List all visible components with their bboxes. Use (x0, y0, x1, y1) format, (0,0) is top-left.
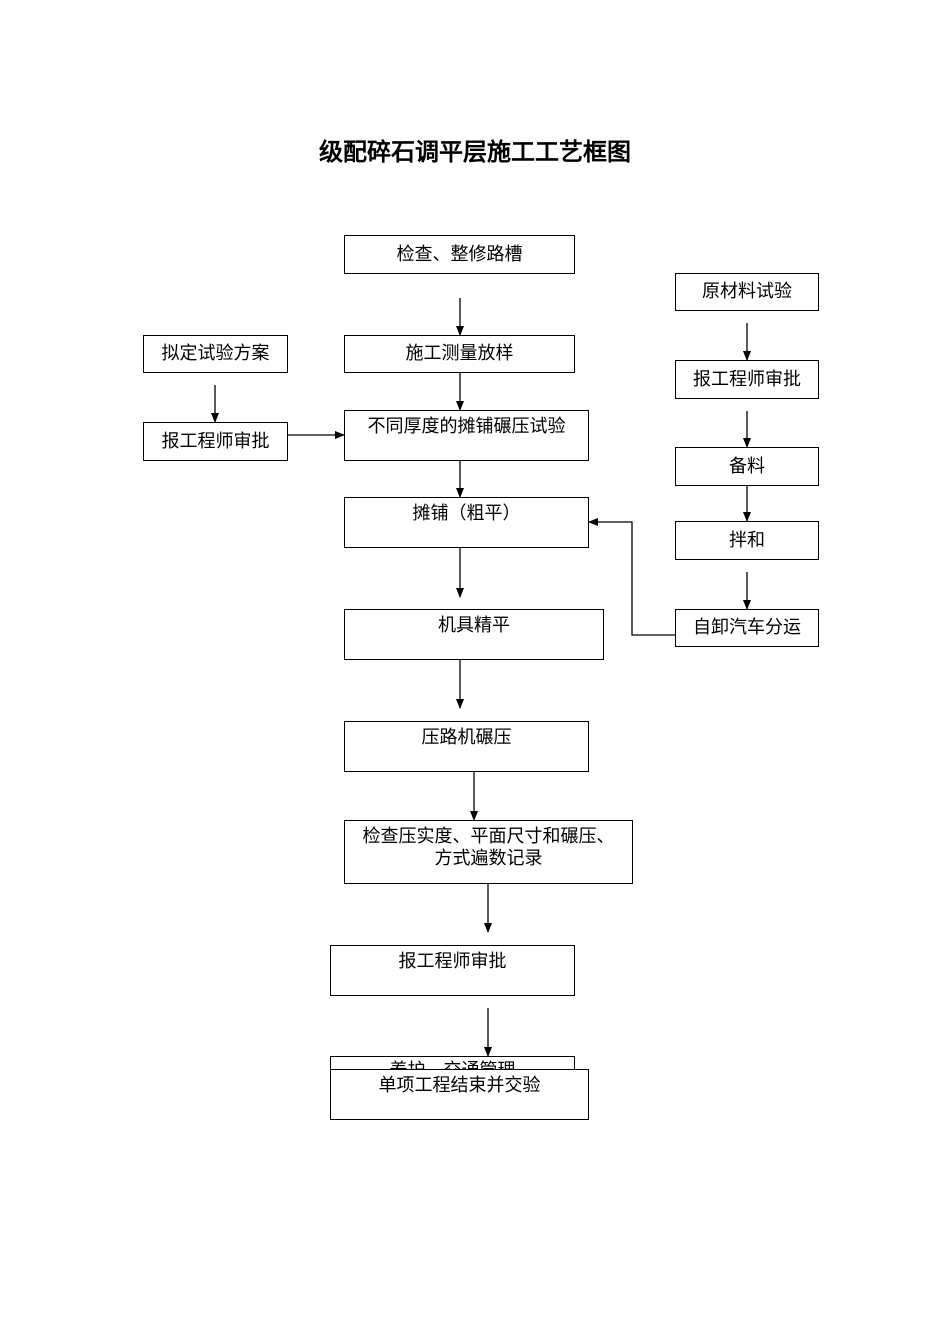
node-final-acceptance: 单项工程结束并交验 (330, 1069, 589, 1120)
node-roller-compaction: 压路机碾压 (344, 721, 589, 772)
node-draft-test-plan: 拟定试验方案 (143, 335, 288, 373)
node-report-engineer-right: 报工程师审批 (675, 360, 819, 399)
arrow-transport-to-paving (588, 518, 675, 636)
node-rough-paving: 摊铺（粗平） (344, 497, 589, 548)
node-survey-layout: 施工测量放样 (344, 335, 575, 373)
node-report-engineer-left: 报工程师审批 (143, 422, 288, 461)
diagram-title: 级配碎石调平层施工工艺框图 (319, 138, 631, 166)
node-inspection-record: 检查压实度、平面尺寸和碾压、 方式遍数记录 (344, 820, 633, 884)
node-truck-transport: 自卸汽车分运 (675, 609, 819, 647)
node-prepare-material: 备料 (675, 447, 819, 486)
node-mixing: 拌和 (675, 521, 819, 560)
node-report-engineer-bottom: 报工程师审批 (330, 945, 575, 996)
node-machine-leveling: 机具精平 (344, 609, 604, 660)
node-inspect-trench: 检查、整修路槽 (344, 235, 575, 274)
node-paving-test: 不同厚度的摊铺碾压试验 (344, 410, 589, 461)
node-raw-material-test: 原材料试验 (675, 273, 819, 311)
